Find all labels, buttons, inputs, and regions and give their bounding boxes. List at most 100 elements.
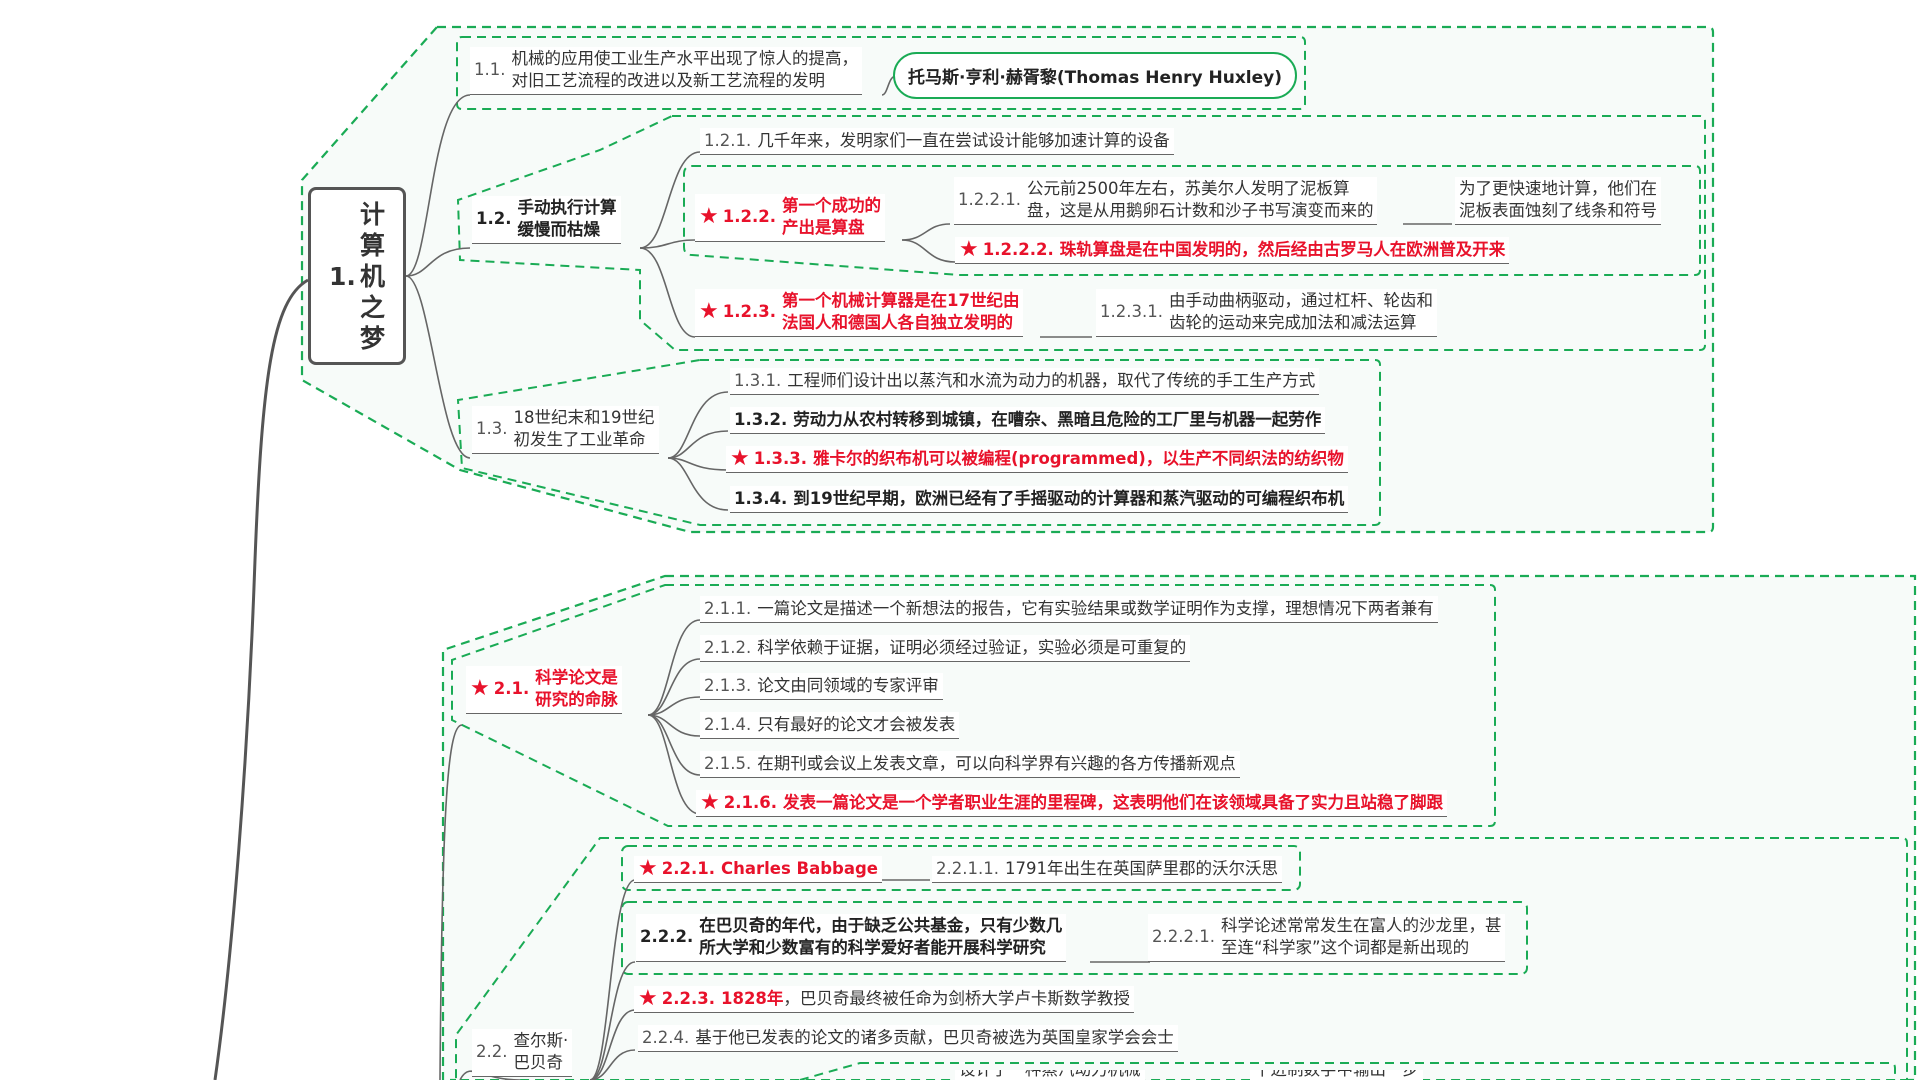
topic-2-2-2-number: 2.2.2. <box>640 927 694 946</box>
topic-2-1-5-number: 2.1.5. <box>704 754 752 773</box>
topic-1-3-4-number: 1.3.4. <box>734 489 788 508</box>
topic-1-3-1-text: 工程师们设计出以蒸汽和水流为动力的机器，取代了传统的手工生产方式 <box>787 371 1316 390</box>
topic-2-1-5-text: 在期刊或会议上发表文章，可以向科学界有兴趣的各方传播新观点 <box>757 754 1236 773</box>
branch-1-2 <box>405 247 471 277</box>
topic-1-3-3[interactable]: ★ 1.3.3. 雅卡尔的织布机可以被编程(programmed)，以生产不同织… <box>726 446 1348 473</box>
topic-2-2-4[interactable]: 2.2.4. 基于他已发表的论文的诸多贡献，巴贝奇被选为英国皇家学会会士 <box>638 1025 1178 1052</box>
callout-huxley[interactable]: 托马斯·亨利·赫胥黎(Thomas Henry Huxley) <box>893 52 1297 99</box>
branch-1-1 <box>405 94 471 277</box>
topic-1-3[interactable]: 1.3. 18世纪末和19世纪 初发生了工业革命 <box>472 406 659 454</box>
star-icon: ★ <box>638 985 658 1011</box>
topic-1-2-2-1-number: 1.2.2.1. <box>958 190 1021 209</box>
branch-2-1-5 <box>647 714 701 776</box>
topic-1-2-3-1[interactable]: 1.2.3.1. 由手动曲柄驱动，通过杠杆、轮齿和 齿轮的运动来完成加法和减法运… <box>1096 289 1437 337</box>
topic-1-2-1-number: 1.2.1. <box>704 131 752 150</box>
topic-partial-b[interactable]: 十进制数字中输出一步 <box>1250 1070 1423 1082</box>
topic-1-2-3-1-line-2: 齿轮的运动来完成加法和减法运算 <box>1168 313 1417 332</box>
topic-1-2-3-1-text: 由手动曲柄驱动，通过杠杆、轮齿和 齿轮的运动来完成加法和减法运算 <box>1169 290 1433 334</box>
branch-2-1-1 <box>647 619 701 716</box>
topic-1-2-number: 1.2. <box>476 209 512 228</box>
topic-1-2-3-line-1: 第一个机械计算器是在17世纪由 <box>781 291 1020 310</box>
topic-1-2-2-line-2: 产出是算盘 <box>781 218 865 237</box>
topic-1-2-2-1-detail-line-1: 为了更快速地计算，他们在 <box>1459 179 1657 198</box>
topic-1-2-2-2-text: 珠轨算盘是在中国发明的，然后经由古罗马人在欧洲普及开来 <box>1059 240 1506 259</box>
topic-2-1-5[interactable]: 2.1.5. 在期刊或会议上发表文章，可以向科学界有兴趣的各方传播新观点 <box>700 751 1240 778</box>
topic-1-2-2-number: 1.2.2. <box>722 207 776 226</box>
topic-1-3-1-number: 1.3.1. <box>734 371 782 390</box>
topic-2-2-2-text: 在巴贝奇的年代，由于缺乏公共基金，只有少数几 所大学和少数富有的科学爱好者能开展… <box>699 915 1062 959</box>
topic-1-2-2-line-1: 第一个成功的 <box>781 196 881 215</box>
topic-2-1-6-text: 发表一篇论文是一个学者职业生涯的里程碑，这表明他们在该领域具备了实力且站稳了脚跟 <box>782 793 1443 812</box>
star-icon: ★ <box>699 299 719 324</box>
topic-2-2-1-1-number: 2.2.1.1. <box>936 859 999 878</box>
topic-2-2[interactable]: 2.2. 查尔斯· 巴贝奇 <box>472 1029 573 1077</box>
topic-1-2-2-1[interactable]: 1.2.2.1. 公元前2500年左右，苏美尔人发明了泥板算 盘，这是从用鹅卵石… <box>954 177 1378 225</box>
topic-2-2-3-year: 1828年 <box>720 989 784 1008</box>
topic-2-1-2[interactable]: 2.1.2. 科学依赖于证据，证明必须经过验证，实验必须是可重复的 <box>700 635 1191 662</box>
topic-partial-a-text: 设计了一种蒸汽动力机械 <box>959 1070 1141 1081</box>
topic-2-2-2-1-line-2: 至连“科学家”这个词都是新出现的 <box>1220 938 1470 957</box>
topic-2-1-4-text: 只有最好的论文才会被发表 <box>757 715 956 734</box>
topic-1-3-2[interactable]: 1.3.2. 劳动力从农村转移到城镇，在嘈杂、黑暗且危险的工厂里与机器一起劳作 <box>730 407 1326 434</box>
topic-1-2-3-text: 第一个机械计算器是在17世纪由 法国人和德国人各自独立发明的 <box>782 290 1019 334</box>
root-char-2: 算 <box>359 230 385 260</box>
topic-1-2-3-1-number: 1.2.3.1. <box>1100 302 1163 321</box>
topic-1-1[interactable]: 1.1. 机械的应用使工业生产水平出现了惊人的提高， 对旧工艺流程的改进以及新工… <box>470 47 862 95</box>
topic-1-2-2-1-detail-text: 为了更快速地计算，他们在 泥板表面蚀刻了线条和符号 <box>1459 178 1657 222</box>
topic-1-3-text: 18世纪末和19世纪 初发生了工业革命 <box>514 407 655 451</box>
topic-1-2-2-2[interactable]: ★ 1.2.2.2. 珠轨算盘是在中国发明的，然后经由古罗马人在欧洲普及开来 <box>955 237 1510 264</box>
root-char-4: 之 <box>359 292 385 322</box>
branch-2-1-2 <box>647 658 701 716</box>
topic-partial-b-text: 十进制数字中输出一步 <box>1254 1070 1419 1081</box>
branch-1-2-3 <box>639 247 696 338</box>
topic-2-1-4[interactable]: 2.1.4. 只有最好的论文才会被发表 <box>700 712 960 739</box>
topic-1-2-2-1-detail[interactable]: 为了更快速地计算，他们在 泥板表面蚀刻了线条和符号 <box>1455 177 1661 225</box>
topic-partial-a[interactable]: 设计了一种蒸汽动力机械 <box>955 1070 1145 1082</box>
root-char-5: 梦 <box>359 323 385 353</box>
topic-1-2-2[interactable]: ★ 1.2.2. 第一个成功的 产出是算盘 <box>695 194 885 242</box>
topic-2-2-text: 查尔斯· 巴贝奇 <box>514 1030 569 1074</box>
topic-1-2-3-line-2: 法国人和德国人各自独立发明的 <box>781 313 1013 332</box>
topic-2-2-2[interactable]: 2.2.2. 在巴贝奇的年代，由于缺乏公共基金，只有少数几 所大学和少数富有的科… <box>636 914 1067 962</box>
topic-2-1-4-number: 2.1.4. <box>704 715 752 734</box>
branch-1-3-3 <box>667 457 729 471</box>
topic-2-1-3-text: 论文由同领域的专家评审 <box>757 676 939 695</box>
topic-2-2-2-line-2: 所大学和少数富有的科学爱好者能开展科学研究 <box>699 938 1046 957</box>
branch-1-2-1 <box>639 151 701 249</box>
topic-2-1-6[interactable]: ★ 2.1.6. 发表一篇论文是一个学者职业生涯的里程碑，这表明他们在该领域具备… <box>696 790 1447 817</box>
root-topic-computer-dream[interactable]: 1. 计 算 机 之 梦 <box>308 187 406 365</box>
topic-2-1-1-text: 一篇论文是描述一个新想法的报告，它有实验结果或数学证明作为支撑，理想情况下两者兼… <box>757 599 1434 618</box>
topic-2-1[interactable]: ★ 2.1. 科学论文是 研究的命脉 <box>466 666 622 714</box>
topic-1-2[interactable]: 1.2. 手动执行计算 缓慢而枯燥 <box>472 196 621 244</box>
topic-1-2-line-2: 缓慢而枯燥 <box>517 220 601 239</box>
topic-2-2-2-1-number: 2.2.2.1. <box>1152 927 1215 946</box>
topic-1-2-text: 手动执行计算 缓慢而枯燥 <box>518 197 617 241</box>
topic-1-1-line-2: 对旧工艺流程的改进以及新工艺流程的发明 <box>511 71 826 90</box>
topic-1-2-1[interactable]: 1.2.1. 几千年来，发明家们一直在尝试设计能够加速计算的设备 <box>700 128 1174 155</box>
topic-1-3-4[interactable]: 1.3.4. 到19世纪早期，欧洲已经有了手摇驱动的计算器和蒸汽驱动的可编程织布… <box>730 486 1349 513</box>
trunk-line <box>213 278 309 1080</box>
topic-1-2-3-1-line-1: 由手动曲柄驱动，通过杠杆、轮齿和 <box>1168 291 1433 310</box>
topic-2-2-1-1[interactable]: 2.2.1.1. 1791年出生在英国萨里郡的沃尔沃思 <box>932 856 1282 883</box>
topic-2-1-1[interactable]: 2.1.1. 一篇论文是描述一个新想法的报告，它有实验结果或数学证明作为支撑，理… <box>700 596 1438 623</box>
topic-2-2-3[interactable]: ★ 2.2.3. 1828年 ，巴贝奇最终被任命为剑桥大学卢卡斯数学教授 <box>634 986 1134 1013</box>
topic-1-2-2-text: 第一个成功的 产出是算盘 <box>782 195 881 239</box>
callout-huxley-text: 托马斯·亨利·赫胥黎(Thomas Henry Huxley) <box>907 68 1283 88</box>
star-icon: ★ <box>700 789 720 815</box>
topic-2-1-3[interactable]: 2.1.3. 论文由同领域的专家评审 <box>700 673 943 700</box>
topic-2-2-2-1[interactable]: 2.2.2.1. 科学论述常常发生在富人的沙龙里，甚 至连“科学家”这个词都是新… <box>1148 914 1506 962</box>
topic-1-3-1[interactable]: 1.3.1. 工程师们设计出以蒸汽和水流为动力的机器，取代了传统的手工生产方式 <box>730 368 1320 395</box>
root-char-3: 机 <box>359 261 385 291</box>
topic-1-2-line-1: 手动执行计算 <box>517 198 617 217</box>
branch-2-2-4 <box>589 1049 636 1080</box>
topic-1-2-3[interactable]: ★ 1.2.3. 第一个机械计算器是在17世纪由 法国人和德国人各自独立发明的 <box>695 289 1024 337</box>
topic-2-2-1-text: Charles Babbage <box>720 859 878 878</box>
topic-2-2-1[interactable]: ★ 2.2.1. Charles Babbage <box>634 856 882 883</box>
topic-2-2-2-1-line-1: 科学论述常常发生在富人的沙龙里，甚 <box>1220 916 1502 935</box>
branch-1-3-2 <box>667 430 729 459</box>
topic-1-3-line-2: 初发生了工业革命 <box>513 430 646 449</box>
branch-2-1-4 <box>647 714 701 737</box>
topic-2-1-line-2: 研究的命脉 <box>535 690 618 709</box>
topic-1-2-2-1-line-2: 盘，这是从用鹅卵石计数和沙子书写演变而来的 <box>1026 201 1374 220</box>
topic-1-2-3-number: 1.2.3. <box>722 302 776 321</box>
